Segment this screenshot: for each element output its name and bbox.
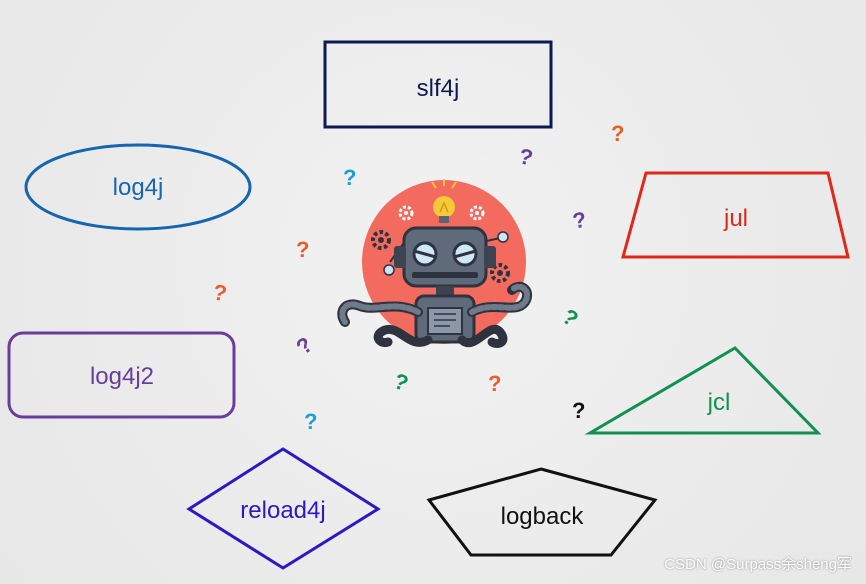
log4j2-label: log4j2 (90, 363, 154, 390)
question-mark-icon: ? (296, 237, 309, 262)
slf4j-label: slf4j (417, 75, 460, 102)
antenna-ball-icon (383, 264, 395, 276)
robot-left-leg (373, 324, 433, 347)
logback-pentagon (426, 467, 658, 557)
jcl-triangle (584, 346, 822, 435)
lightbulb-icon (431, 179, 457, 223)
node-jcl: jcl (584, 346, 822, 435)
question-mark-icon: ? (291, 332, 317, 360)
node-reload4j: reload4j (186, 447, 381, 570)
slf4j-rectangle (323, 40, 553, 129)
watermark: CSDN @Surpass余sheng军 (664, 556, 852, 573)
node-jul: jul (621, 171, 850, 259)
gear-icon (371, 230, 391, 250)
node-logback: logback (426, 467, 658, 557)
logback-label: logback (501, 503, 585, 530)
node-slf4j: slf4j (323, 40, 553, 129)
node-log4j: log4j (24, 143, 252, 231)
question-mark-icon: ? (517, 143, 535, 170)
question-mark-icon: ? (488, 371, 501, 396)
node-log4j2: log4j2 (7, 331, 236, 419)
gear-icon (469, 205, 485, 221)
confused-robot-illustration (337, 179, 533, 348)
question-mark-icon: ? (343, 165, 356, 190)
question-mark-icon: ? (572, 398, 585, 423)
question-mark-icon: ? (304, 409, 317, 434)
antenna-ball-icon (497, 231, 509, 243)
question-mark-icon: ? (611, 121, 624, 146)
jul-label: jul (723, 205, 748, 232)
log4j-ellipse (24, 143, 252, 231)
question-mark-icon: ? (391, 368, 412, 396)
question-mark-icon: ? (571, 207, 589, 234)
jul-trapezoid (621, 171, 850, 259)
gear-icon (398, 205, 414, 221)
question-mark-icon: ? (558, 304, 583, 332)
jcl-label: jcl (707, 389, 731, 416)
log4j-label: log4j (113, 174, 164, 201)
log4j2-rounded-rectangle (7, 331, 236, 419)
gear-icon (490, 263, 510, 283)
question-mark-icon: ? (211, 279, 229, 306)
reload4j-label: reload4j (240, 497, 325, 524)
reload4j-diamond (186, 447, 381, 570)
robot-right-leg (457, 325, 508, 348)
